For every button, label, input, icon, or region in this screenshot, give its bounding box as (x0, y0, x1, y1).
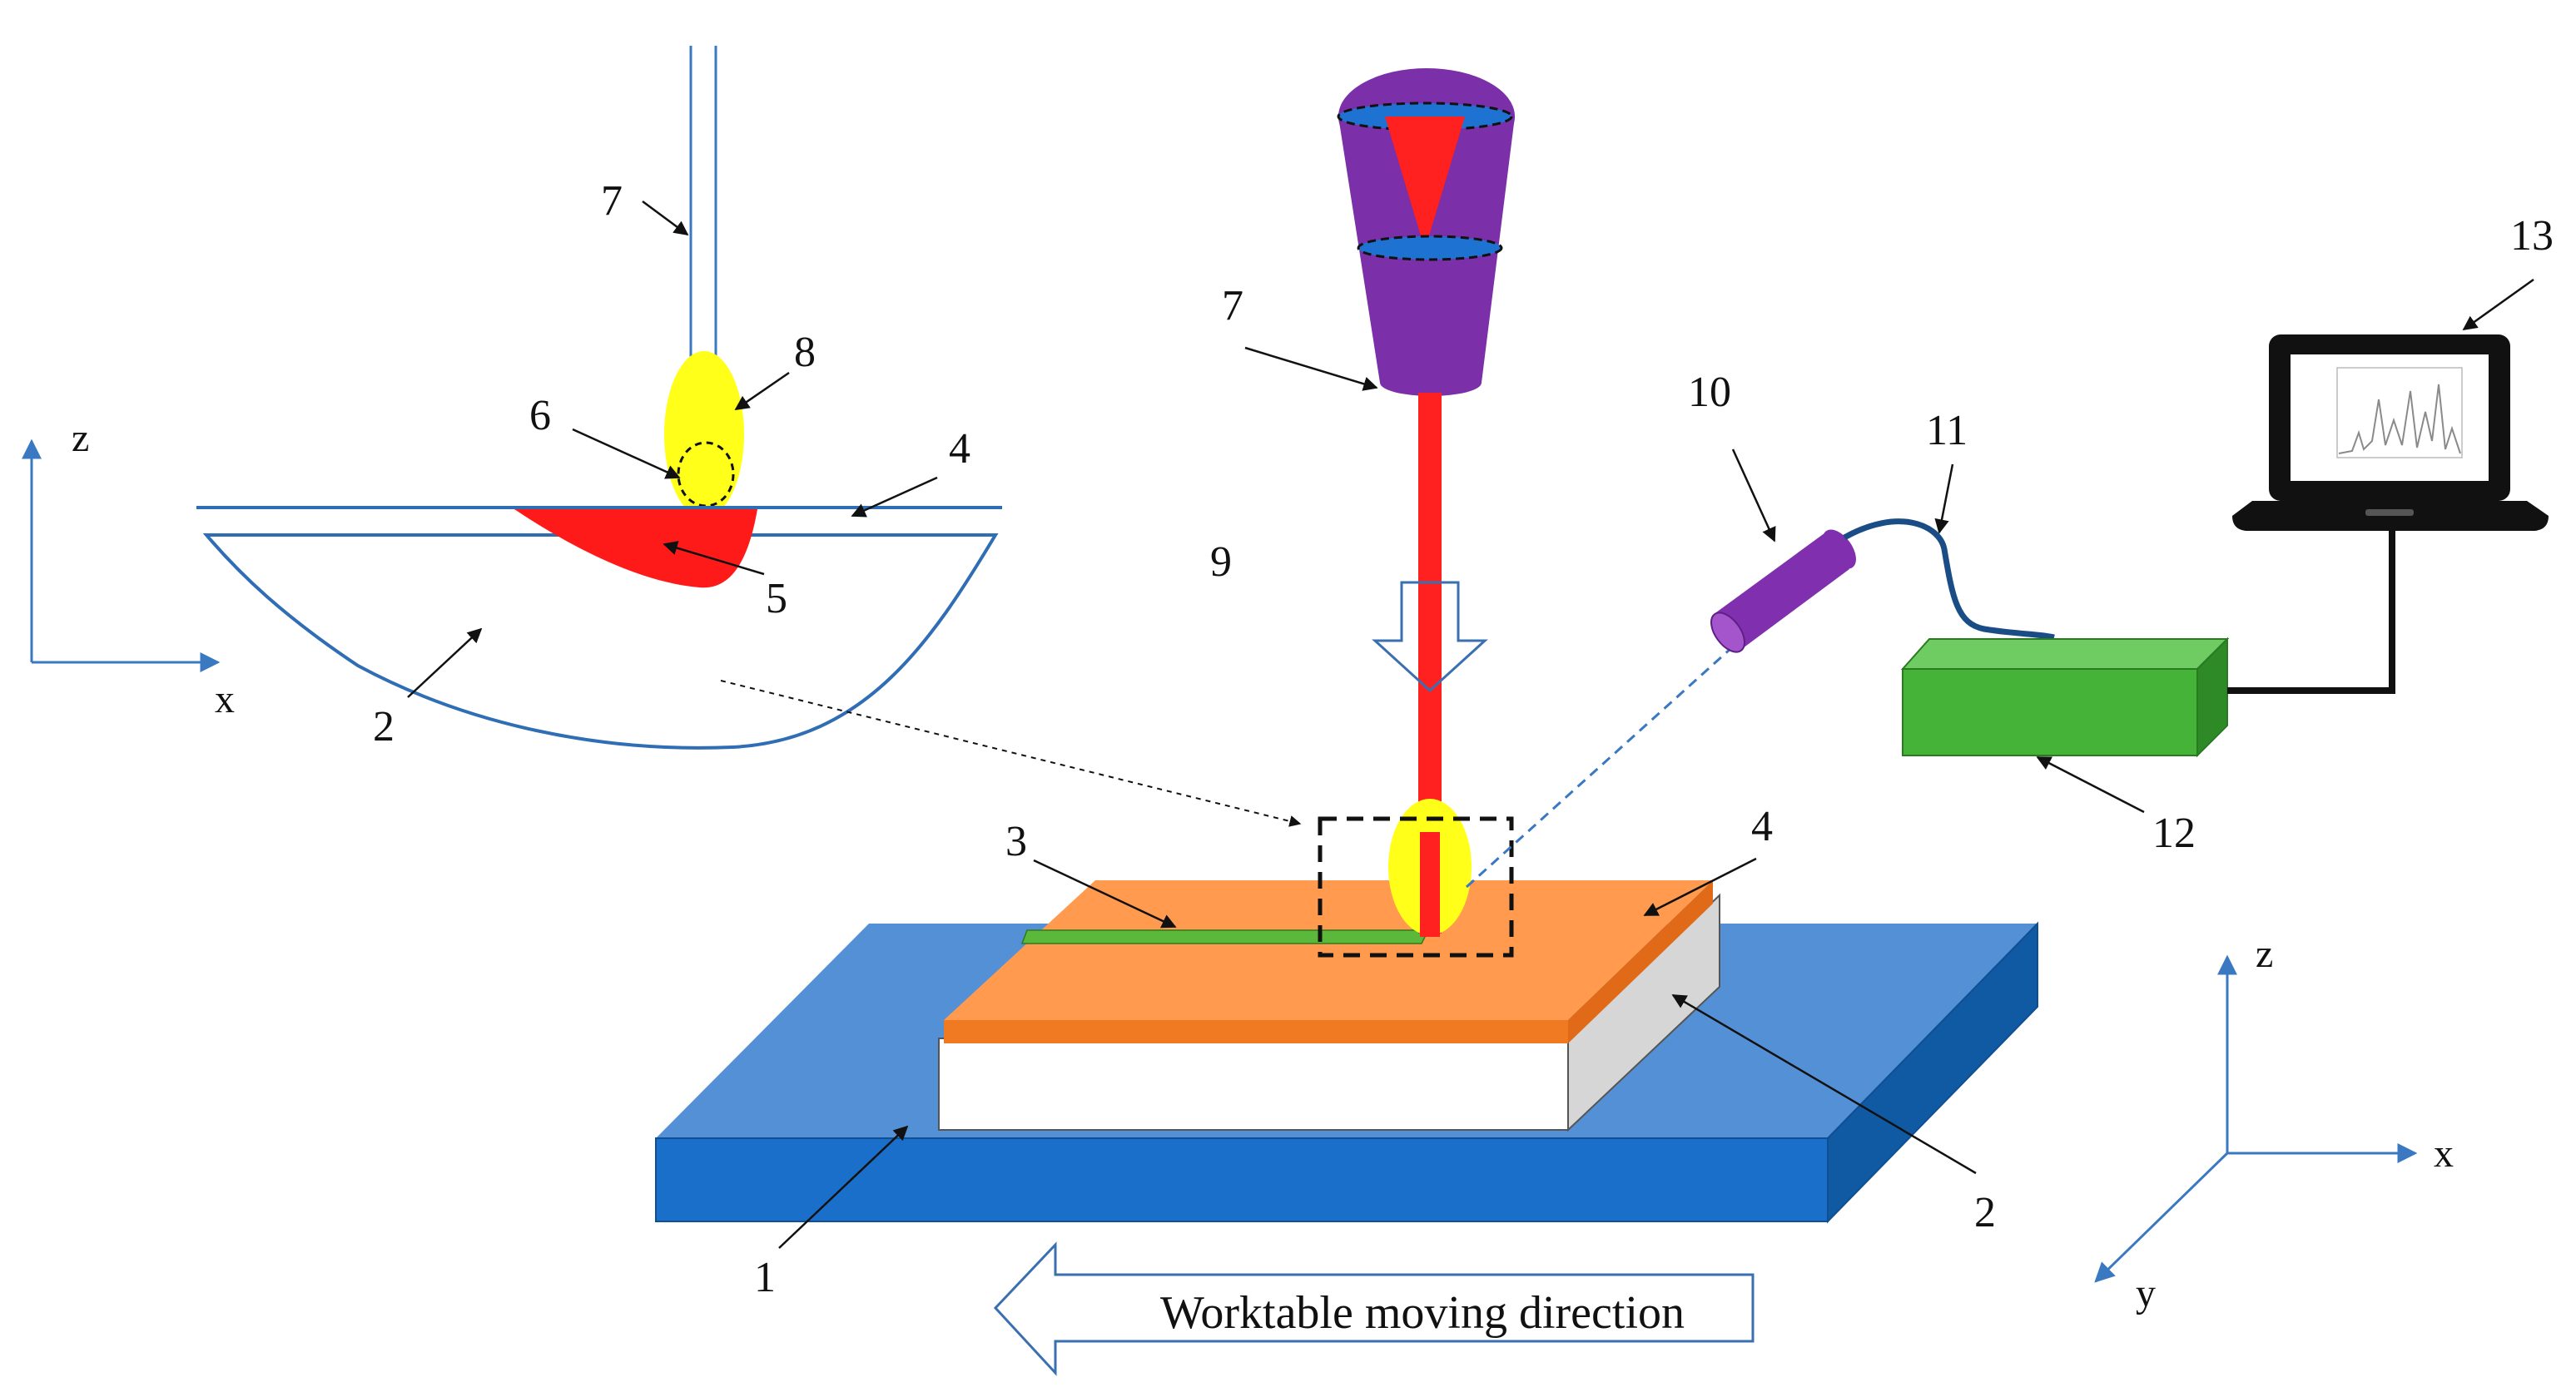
collector (1465, 529, 1856, 889)
label-12: 12 (2152, 810, 2196, 857)
laptop-computer (2232, 334, 2549, 531)
label-3: 3 (1005, 818, 1027, 865)
screen-spectrum-plot (2338, 384, 2461, 454)
detail-molten-pool (514, 509, 757, 588)
label-2-main: 2 (1974, 1189, 1996, 1236)
detail-substrate (202, 533, 999, 750)
label-5: 5 (766, 575, 787, 622)
spectrometer (1900, 637, 2230, 758)
detail-box (1318, 816, 1514, 958)
moving-direction-arrow: Worktable moving direction (993, 1241, 1755, 1376)
label-1: 1 (754, 1254, 776, 1301)
lens-bottom (1357, 235, 1503, 261)
coating (944, 880, 1713, 1043)
data-cable (2227, 531, 2395, 694)
optical-fiber (1843, 518, 2055, 641)
left-axis-x-label: x (215, 677, 235, 721)
right-axis-z-label: z (2256, 932, 2273, 976)
detail-plasma (664, 351, 744, 518)
label-13: 13 (2510, 212, 2554, 260)
label-4-main: 4 (1751, 803, 1773, 850)
label-6: 6 (529, 392, 551, 439)
main-leader-lines (778, 278, 2534, 1249)
laser-cone (1385, 116, 1465, 250)
detail-focus-spot (677, 441, 735, 508)
left-axis-z-label: z (72, 416, 89, 460)
detail-view: 7 8 6 4 5 2 (196, 46, 1302, 827)
right-axis-y-label: y (2136, 1271, 2156, 1315)
label-4-detail: 4 (949, 425, 970, 473)
laser-head (1337, 68, 1515, 396)
label-11: 11 (1926, 407, 1968, 454)
left-axes: z x (22, 416, 235, 721)
moving-direction-label: Worktable moving direction (1160, 1287, 1685, 1339)
cladding-track (1020, 929, 1430, 944)
label-10: 10 (1688, 369, 1731, 416)
label-2-detail: 2 (373, 703, 395, 750)
substrate (938, 893, 1720, 1132)
right-axes: z x y (2094, 932, 2454, 1315)
label-7-main: 7 (1222, 282, 1243, 329)
laser-beam-lower (1420, 832, 1440, 937)
label-9: 9 (1210, 538, 1232, 586)
beam-direction-arrow (1372, 581, 1488, 693)
label-7-detail: 7 (601, 177, 623, 225)
right-axis-x-label: x (2434, 1132, 2454, 1176)
label-8: 8 (794, 329, 816, 376)
